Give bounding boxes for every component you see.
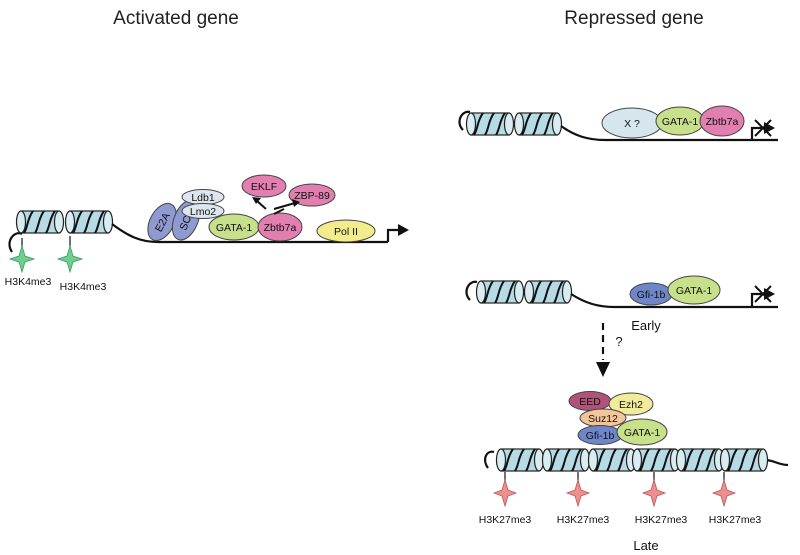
h3k4me3-label: H3K4me3 (60, 281, 107, 293)
nucleosome (631, 448, 681, 472)
h3k4me3-label: H3K4me3 (5, 276, 52, 288)
nucleosome (475, 280, 525, 304)
zbp89-label: ZBP-89 (294, 190, 330, 202)
h3k27me3-star-icon (712, 479, 736, 507)
eed-label: EED (579, 396, 601, 408)
tss-arrow-icon (764, 288, 775, 300)
h3k27me3-star-icon (566, 479, 590, 507)
nucleosome (587, 448, 637, 472)
repressed-gene-locus-top: X ? GATA-1 Zbtb7a (458, 105, 778, 142)
dna-strand (570, 293, 778, 309)
nucleosome (675, 448, 725, 472)
nucleosome (495, 448, 545, 472)
zbtb7a-protein (699, 105, 745, 137)
pol2-protein (316, 219, 376, 243)
early-stage-label: Early (631, 318, 661, 333)
h3k27me3-star-icon (642, 479, 666, 507)
pol2-label: Pol II (334, 226, 358, 238)
gfi1b-label: Gfi-1b (586, 430, 615, 442)
ezh2-label: Ezh2 (619, 399, 643, 411)
dna-tail (8, 232, 23, 253)
gfi1b-label: Gfi-1b (637, 289, 666, 301)
tss-arrow-icon (764, 122, 775, 134)
tss-arrow-stem (386, 228, 398, 242)
h3k27me3-label: H3K27me3 (479, 514, 532, 526)
gata1-protein (667, 275, 721, 305)
zbtb7a-label: Zbtb7a (264, 222, 297, 234)
ezh2-protein (608, 392, 654, 416)
zbtb7a-label: Zbtb7a (706, 116, 739, 128)
h3k4me3-star-icon (9, 245, 35, 273)
dna-tail (458, 110, 471, 131)
repressed-gene-locus-early: Gfi-1b GATA-1 Early (465, 275, 778, 333)
gata1-label: GATA-1 (216, 222, 253, 234)
gata1-protein (616, 418, 668, 446)
tss-arrow-icon (398, 224, 409, 236)
nucleosome (541, 448, 591, 472)
dna-strand (111, 223, 388, 244)
late-stage-label: Late (633, 538, 658, 553)
nucleosome (719, 448, 769, 472)
h3k4me3-star-icon (57, 245, 83, 273)
lmo2-label: Lmo2 (190, 206, 216, 218)
gata1-label: GATA-1 (676, 285, 713, 297)
suz12-label: Suz12 (588, 413, 618, 425)
nucleosome (465, 112, 515, 136)
arrow-down-icon (596, 362, 610, 377)
x-label: X ? (624, 118, 640, 130)
ldb1-label: Ldb1 (191, 192, 215, 204)
lmo2-protein (181, 203, 225, 219)
dna-tail (484, 450, 495, 469)
nucleosome (523, 280, 573, 304)
repressed-gene-locus-late: EED Ezh2 Suz12 Gfi-1b GATA-1 H3K27me3 H3… (479, 391, 789, 553)
activated-gene-locus: H3K4me3 H3K4me3 E2A SCL Ldb1 Lmo2 GATA-1… (5, 174, 409, 293)
h3k27me3-label: H3K27me3 (557, 514, 610, 526)
eklf-protein (241, 174, 287, 198)
transition-arrow: ? (596, 323, 623, 377)
dna-tail (465, 280, 478, 301)
dna-tail (764, 458, 789, 467)
h3k27me3-label: H3K27me3 (709, 514, 762, 526)
question-mark: ? (615, 334, 622, 349)
zbp89-protein (288, 183, 336, 207)
h3k27me3-label: H3K27me3 (635, 514, 688, 526)
h3k27me3-star-icon (493, 479, 517, 507)
activated-gene-title: Activated gene (113, 8, 239, 29)
arrow-icon (292, 199, 300, 207)
nucleosome (513, 112, 563, 136)
repressed-gene-title: Repressed gene (564, 8, 703, 29)
gata1-label: GATA-1 (624, 427, 661, 439)
nucleosome (15, 210, 65, 234)
zbtb7a-protein (257, 212, 303, 242)
dna-strand (560, 125, 778, 142)
nucleosome (64, 210, 114, 234)
eklf-label: EKLF (251, 181, 277, 193)
gata1-label: GATA-1 (662, 116, 699, 128)
arrow-icon (252, 197, 261, 204)
